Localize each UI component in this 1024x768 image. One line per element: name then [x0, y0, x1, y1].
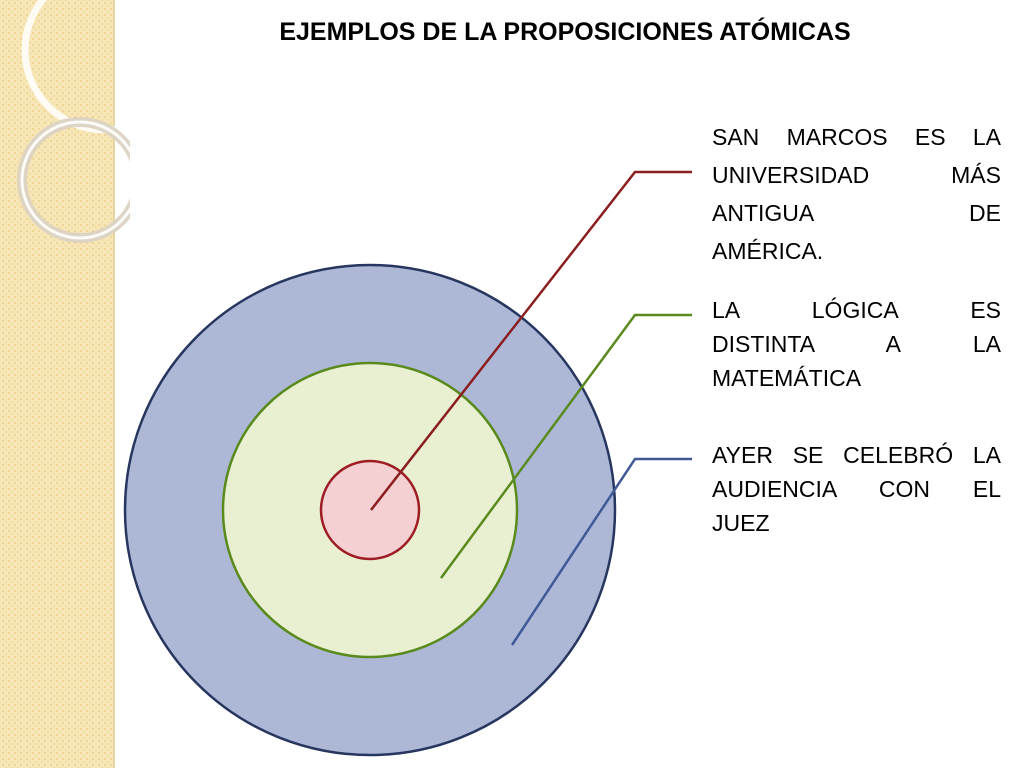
example-label-line: AYER SE CELEBRÓ LA [712, 442, 1001, 468]
example-label-line: MATEMÁTICA [712, 365, 862, 391]
example-label-line: AMÉRICA. [712, 238, 824, 264]
example-label-line: UNIVERSIDAD MÁS [712, 162, 1001, 188]
decorative-rings [17, 0, 130, 243]
example-label-line: JUEZ [712, 510, 770, 536]
example-label-hearing: AYER SE CELEBRÓ LA AUDIENCIA CON EL JUEZ [712, 438, 1001, 540]
connector-line-middle [439, 313, 692, 579]
example-label-line: AUDIENCIA CON EL [712, 476, 1001, 502]
example-label-line: ANTIGUA DE [712, 200, 1001, 226]
slide-title: EJEMPLOS DE LA PROPOSICIONES ATÓMICAS [279, 18, 851, 46]
connector-line-inner [370, 170, 692, 511]
example-label-line: SAN MARCOS ES LA [712, 124, 1001, 150]
example-label-line: LA LÓGICA ES [712, 297, 1001, 323]
connector-line-outer [510, 457, 692, 646]
side-strip-edge [113, 0, 115, 768]
example-label-logic: LA LÓGICA ES DISTINTA A LA MATEMÁTICA [712, 293, 1001, 395]
example-label-line: DISTINTA A LA [712, 331, 1001, 357]
inner-circle [319, 459, 421, 561]
example-label-university: SAN MARCOS ES LA UNIVERSIDAD MÁS ANTIGUA… [712, 118, 1001, 270]
decorative-ring-middle-highlight [20, 120, 130, 240]
